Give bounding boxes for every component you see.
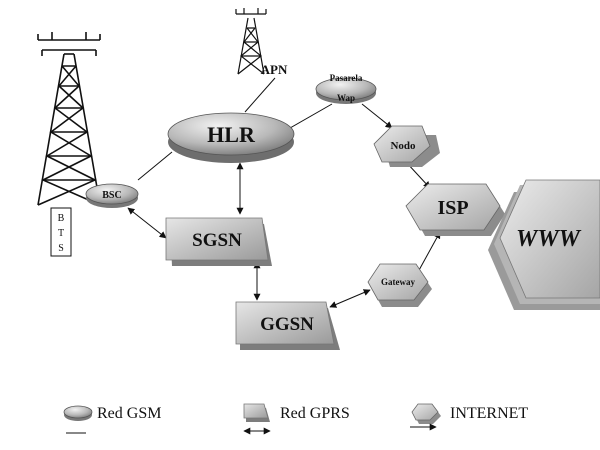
- ggsn-node: GGSN: [235, 301, 340, 350]
- bsc-label: BSC: [102, 190, 121, 201]
- legend-gsm: Red GSM: [63, 405, 161, 434]
- link-gateway-isp: [417, 231, 441, 273]
- disc-node-icon: [315, 77, 377, 101]
- apn-label: APN: [261, 62, 288, 77]
- gateway-node: Gateway: [367, 263, 432, 307]
- www-node: WWW: [488, 179, 600, 310]
- pasarela-wap-node: Pasarela Wap: [315, 73, 377, 104]
- isp-label: ISP: [437, 197, 468, 219]
- disc-node-icon: [167, 112, 295, 156]
- nodo-label: Nodo: [390, 140, 416, 152]
- slab-node-icon: [165, 217, 269, 261]
- isp-node: ISP: [405, 183, 505, 236]
- sgsn-node: SGSN: [165, 217, 272, 266]
- pasarela-label-line2: Wap: [337, 93, 355, 103]
- legend-gprs: Red GPRS: [243, 403, 350, 435]
- link-hlr-bsc: [137, 151, 173, 181]
- link-pasarela-nodo: [361, 103, 393, 129]
- link-ggsn-gateway: [329, 289, 371, 308]
- slab-node-icon: [235, 301, 335, 345]
- gsm-links: [137, 77, 333, 181]
- legend: Red GSM Red GPRS INTERNET: [63, 403, 528, 435]
- slab-node-icon: [243, 403, 269, 419]
- link-hlr-pasarela: [289, 103, 333, 129]
- bsc-node: BSC: [85, 183, 139, 208]
- disc-node-icon: [85, 183, 139, 205]
- ggsn-label: GGSN: [260, 314, 314, 335]
- legend-gsm-label: Red GSM: [97, 405, 161, 422]
- legend-internet-label: INTERNET: [450, 405, 528, 422]
- pasarela-label-line1: Pasarela: [330, 73, 363, 83]
- radio-tower-icon: [37, 32, 101, 206]
- apn-tower-icon: [235, 8, 267, 75]
- legend-gprs-label: Red GPRS: [280, 405, 350, 422]
- www-label: WWW: [516, 226, 582, 252]
- sgsn-label: SGSN: [192, 230, 242, 251]
- bts-letter-b: B: [58, 213, 65, 224]
- nodo-node: Nodo: [373, 125, 440, 167]
- legend-internet: INTERNET: [410, 403, 528, 431]
- pentagon-node-icon: [405, 183, 501, 231]
- pentagon-node-icon: [373, 125, 431, 163]
- bts-box: [50, 207, 72, 257]
- gprs-links: [127, 162, 371, 308]
- gateway-label: Gateway: [381, 277, 415, 287]
- link-hlr-apn: [244, 77, 276, 113]
- link-bsc-sgsn: [127, 207, 167, 239]
- disc-node-icon: [63, 405, 93, 419]
- www-shape: [499, 179, 600, 299]
- pentagon-node-icon: [411, 403, 439, 421]
- pentagon-node-icon: [367, 263, 429, 301]
- hlr-node: HLR: [167, 112, 295, 163]
- bts-letter-s: S: [58, 243, 64, 254]
- hlr-label: HLR: [207, 122, 256, 147]
- bts-letter-t: T: [58, 228, 64, 239]
